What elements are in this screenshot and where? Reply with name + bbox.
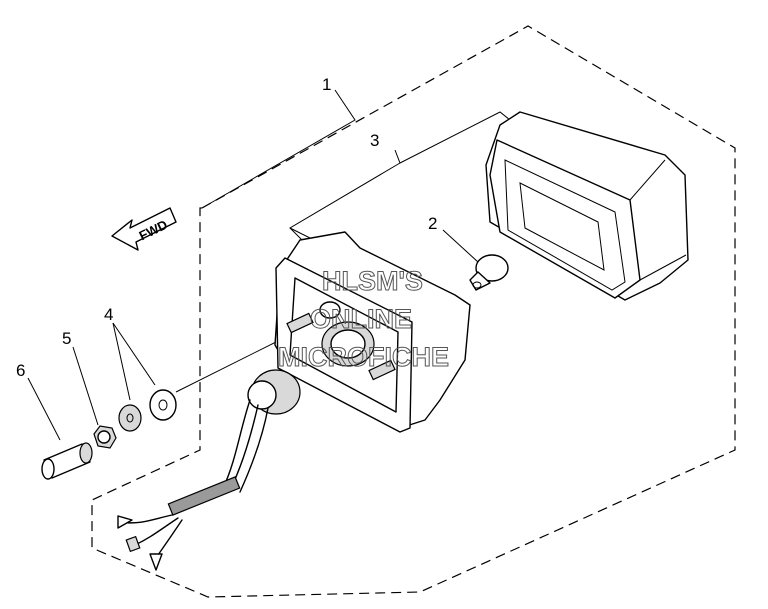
assembly-boundary-dashed — [91, 25, 736, 598]
watermark-line-3: MICROFICHE — [278, 342, 449, 372]
watermark-line-1: HLSM'S — [322, 266, 423, 296]
wire-terminal-connector — [125, 535, 141, 553]
nut[interactable] — [93, 425, 117, 449]
fwd-direction-arrow: FWD — [111, 207, 177, 251]
callout-2: 2 — [428, 214, 437, 233]
harness-sleeve — [167, 476, 241, 516]
callout-6: 6 — [16, 361, 25, 380]
bulb[interactable] — [469, 254, 509, 291]
wire-terminal-spade — [117, 515, 133, 529]
callout-5: 5 — [62, 329, 71, 348]
washer-large[interactable] — [149, 389, 177, 421]
tail-light-lens[interactable] — [485, 111, 689, 301]
fwd-label: FWD — [137, 217, 170, 243]
watermark-line-2: ONLINE — [310, 304, 412, 334]
watermark: HLSM'S ONLINE MICROFICHE — [278, 266, 450, 373]
callout-4: 4 — [104, 305, 113, 324]
socket-wire-harness[interactable] — [117, 369, 301, 571]
callout-1: 1 — [322, 75, 331, 94]
callout-3: 3 — [370, 131, 379, 150]
mounting-stud-upper — [286, 312, 314, 334]
spacer-collar[interactable] — [41, 442, 93, 480]
tail-light-housing[interactable] — [274, 231, 471, 433]
washer-small[interactable] — [118, 404, 142, 432]
wire-terminal-bullet — [149, 553, 163, 571]
mounting-stud-lower — [368, 359, 396, 381]
